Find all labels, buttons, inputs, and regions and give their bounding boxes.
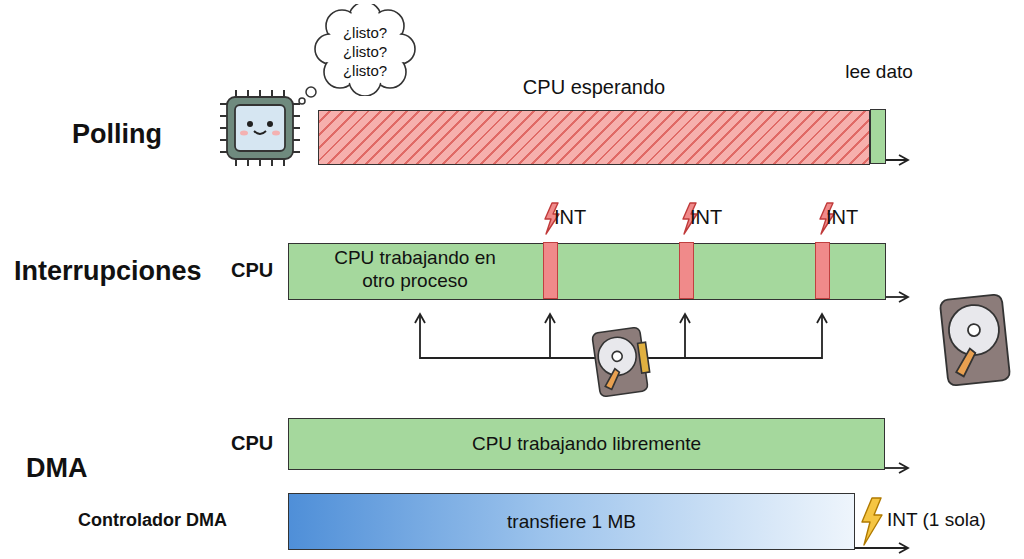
bar-text: CPU esperando: [319, 75, 869, 99]
hard-disk-icon-part: [940, 294, 1011, 386]
interrupt-mark: INT: [543, 242, 558, 299]
hard-disk-icon-part: [638, 342, 650, 373]
hard-disk-icon-part: [612, 351, 623, 362]
cpu-chip-icon-part: [240, 131, 248, 136]
cpu-chip-icon-part: [272, 131, 280, 136]
interrupt-label: INT: [826, 205, 858, 229]
hard-disk-icon-part: [603, 368, 622, 390]
row-label: Controlador DMA: [78, 510, 227, 532]
thought-trail-part: [306, 87, 316, 97]
bar-text: CPU trabajando en otro proceso: [334, 247, 496, 293]
section-title: Interrupciones: [14, 255, 202, 287]
cpu-chip-icon: [220, 90, 300, 166]
interrupt-request-arrow-part: [420, 314, 600, 358]
interrupt-request-arrow-part: [640, 314, 822, 358]
interrupt-label: INT: [554, 205, 586, 229]
row-label: CPU: [231, 258, 273, 282]
interrupt-mark: INT: [679, 242, 694, 299]
bar-text: CPU trabajando libremente: [289, 433, 884, 456]
time-axis: [850, 160, 908, 548]
interrupt-label: INT (1 sola): [887, 509, 986, 532]
bar-text: transfiere 1 MB: [289, 510, 854, 533]
hard-disk-icon: [940, 294, 1011, 386]
section-title: Polling: [72, 118, 162, 150]
cpu-chip-icon-part: [247, 121, 253, 127]
cpu-chip-icon-part: [254, 131, 266, 134]
read-data-segment: lee dato: [870, 109, 886, 164]
thought-trail: [299, 87, 316, 104]
thought-trail-part: [299, 98, 305, 104]
hard-disk-icon: [592, 326, 652, 397]
cpu-chip-icon-part: [267, 121, 273, 127]
dma-transfer-bar: transfiere 1 MB: [288, 493, 855, 550]
thought-bubble: ¿listo?¿listo?¿listo?: [312, 4, 418, 96]
lightning-symbol: [545, 203, 834, 234]
cpu-timeline-bar: CPU trabajando libremente: [288, 418, 885, 470]
hard-disk-icon-part: [946, 303, 1001, 358]
chip-pins: [220, 90, 300, 166]
bar-text: lee dato: [831, 61, 927, 84]
hard-disk-icon-part: [954, 348, 978, 377]
thought-text: ¿listo?: [312, 24, 418, 42]
thought-text: ¿listo?: [312, 62, 418, 80]
row-label: CPU: [231, 431, 273, 455]
waiting-bar: lee datoCPU esperando: [318, 110, 870, 165]
section-title: DMA: [26, 452, 88, 484]
cpu-chip-icon-part: [235, 105, 285, 151]
lightning-symbol: [862, 498, 882, 545]
cpu-timeline-bar: INT INT INT CPU trabajando en otro proceso: [288, 243, 886, 300]
lightning-symbol-part: [862, 498, 882, 545]
time-axis-part: [850, 547, 908, 549]
thought-text: ¿listo?: [312, 43, 418, 61]
hard-disk-icon-part: [967, 323, 980, 336]
interrupt-label: INT: [690, 205, 722, 229]
cpu-chip-icon-part: [227, 97, 293, 159]
interrupt-mark: INT: [815, 242, 830, 299]
